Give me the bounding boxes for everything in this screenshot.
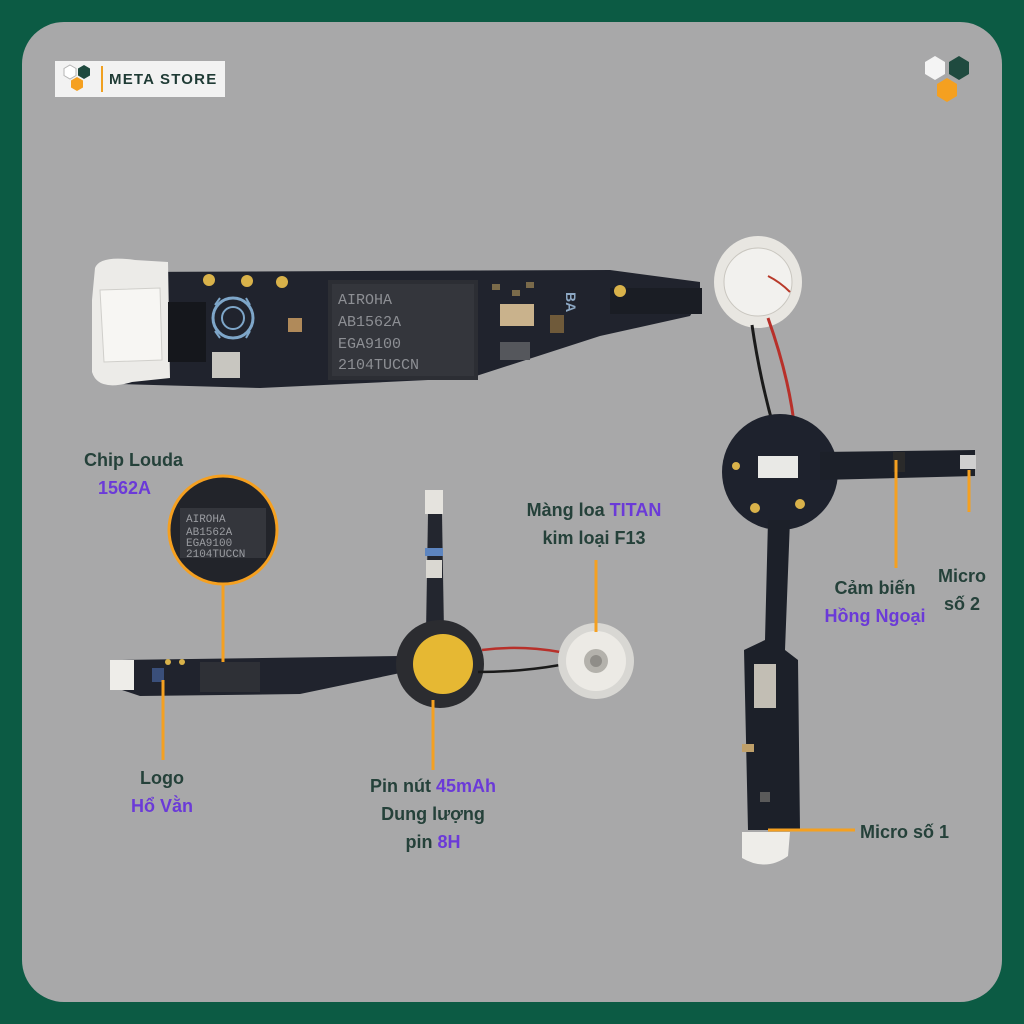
- airoha-chip: AIROHA AB1562A EGA9100 2104TUCCN: [328, 280, 478, 380]
- speaker-label-pre: Màng loa: [526, 500, 610, 520]
- battery-label: Pin nút 45mAh Dung lượng pin 8H: [355, 772, 511, 856]
- small-pcb-assembly: [110, 490, 634, 708]
- main-pcb: AIROHA AB1562A EGA9100 2104TUCCN BA: [92, 258, 702, 388]
- mic1-label: Micro số 1: [860, 818, 949, 846]
- brand-name: META STORE: [109, 70, 218, 88]
- speaker-label-titan: TITAN: [609, 500, 662, 520]
- right-assembly: [714, 236, 976, 865]
- logo-label-line1: Logo: [140, 768, 184, 788]
- svg-text:AB1562A: AB1562A: [338, 314, 401, 331]
- mic2-label-line2: số 2: [943, 594, 981, 614]
- speaker-label-line2: kim loại F13: [542, 528, 646, 548]
- svg-text:2104TUCCN: 2104TUCCN: [338, 357, 419, 374]
- logo-label: Logo Hổ Vằn: [120, 764, 204, 820]
- corner-hexagon-logo-icon: [925, 56, 969, 102]
- mic1-label-line1: Micro số 1: [860, 822, 950, 842]
- brand-badge: META STORE: [55, 61, 225, 97]
- svg-text:AIROHA: AIROHA: [338, 292, 392, 309]
- tiger-logo-icon: [211, 296, 255, 340]
- chip-label-line2: 1562A: [98, 478, 152, 498]
- svg-text:2104TUCCN: 2104TUCCN: [186, 549, 245, 561]
- svg-text:AB1562A: AB1562A: [186, 527, 233, 539]
- svg-text:EGA9100: EGA9100: [338, 336, 401, 353]
- mic2-label-line1: Micro: [937, 566, 986, 586]
- leader-lines: [161, 460, 971, 832]
- chip-zoom-callout: AIROHA AB1562A EGA9100 2104TUCCN: [167, 474, 279, 586]
- ir-sensor-label-line2: Hồng Ngoại: [824, 606, 926, 626]
- hexagon-logo-icon: [63, 64, 90, 91]
- brand-separator: [101, 66, 103, 92]
- svg-text:AIROHA: AIROHA: [186, 514, 226, 526]
- logo-label-line2: Hổ Vằn: [130, 796, 193, 816]
- battery-label-line3-pre: pin: [405, 832, 438, 852]
- speaker-label: Màng loa TITAN kim loại F13: [510, 496, 678, 552]
- mic2-label: Micro số 2: [930, 562, 994, 618]
- battery-label-hours: 8H: [437, 832, 461, 852]
- chip-label: Chip Louda 1562A: [84, 446, 183, 502]
- ir-sensor-label-line1: Cảm biến: [834, 578, 916, 598]
- battery-label-capacity: 45mAh: [435, 776, 497, 796]
- battery-label-line2: Dung lượng: [381, 804, 485, 824]
- svg-text:EGA9100: EGA9100: [186, 538, 232, 550]
- ir-sensor-label: Cảm biến Hồng Ngoại: [812, 574, 938, 630]
- battery-label-pre: Pin nút: [369, 776, 436, 796]
- chip-label-line1: Chip Louda: [84, 450, 183, 470]
- svg-text:BA: BA: [563, 292, 579, 312]
